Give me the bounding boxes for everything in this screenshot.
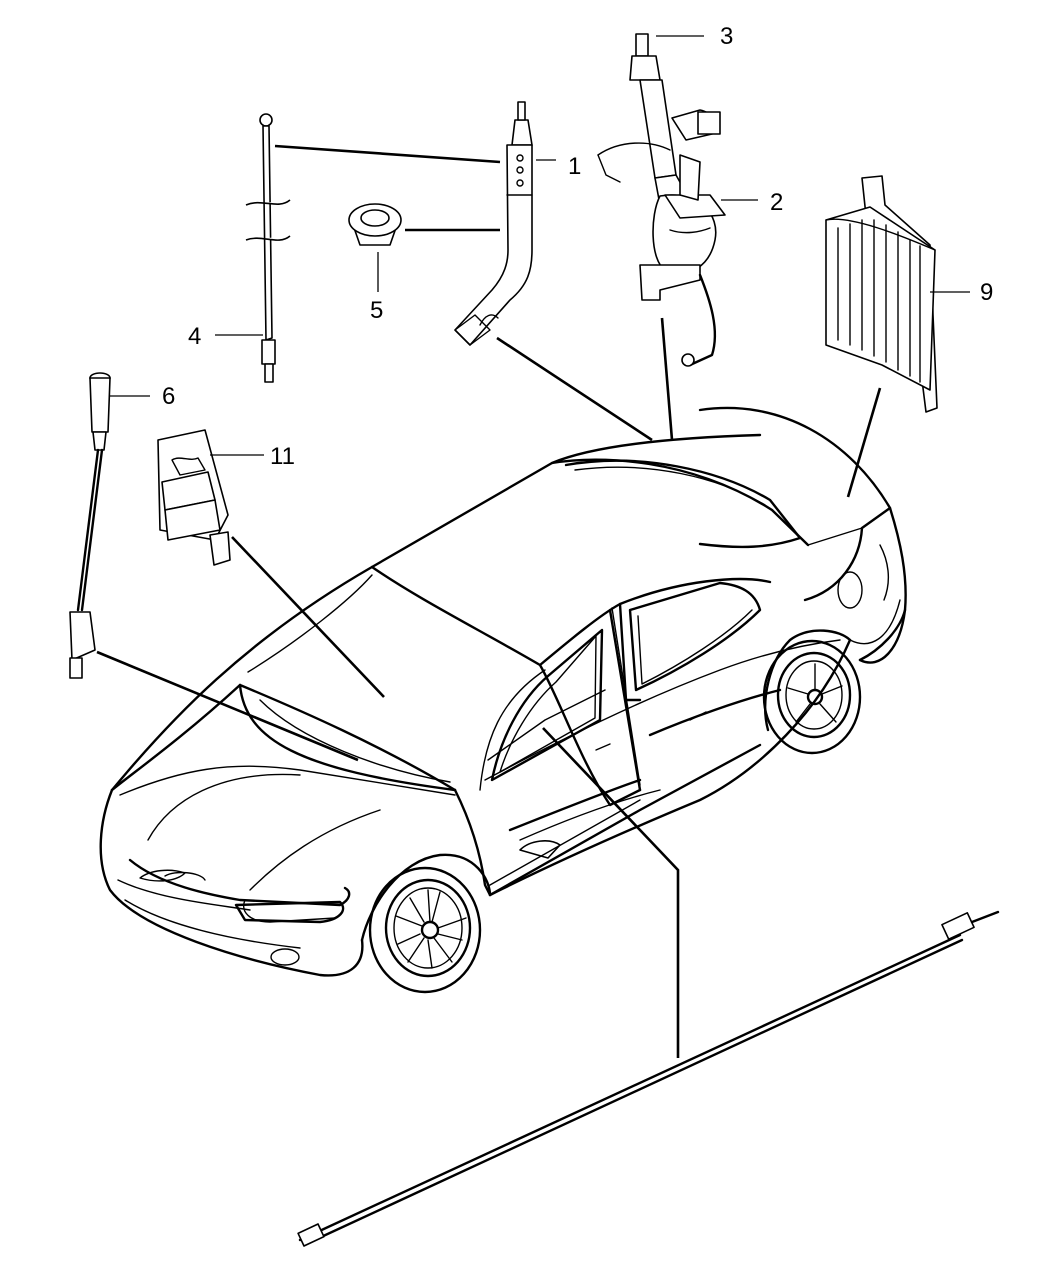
callout-9: 9 [980,279,993,306]
rear-wheel [762,639,862,755]
part-6-cable-lead [69,372,111,679]
fuel-door [837,571,863,609]
car-body [99,406,907,994]
part-1-antenna-base [454,101,533,346]
part-4-antenna-mast [245,113,291,383]
callout-3: 3 [720,23,733,50]
callout-6: 6 [162,383,175,410]
long-antenna-cable [297,910,1000,1247]
part-3-antenna-tip [635,33,649,57]
callout-5: 5 [370,297,383,324]
callout-labels: 1 2 3 4 5 6 9 11 [162,23,993,470]
part-11-bracket [157,429,231,566]
front-wheel [368,866,482,994]
part-5-grommet [348,203,402,246]
callout-4: 4 [188,323,201,350]
part-9-amplifier [825,175,938,413]
leader-lines [96,35,970,1058]
part-2-power-antenna [597,33,726,367]
callout-2: 2 [770,189,783,216]
callout-11: 11 [270,443,295,470]
callout-1: 1 [568,153,581,180]
